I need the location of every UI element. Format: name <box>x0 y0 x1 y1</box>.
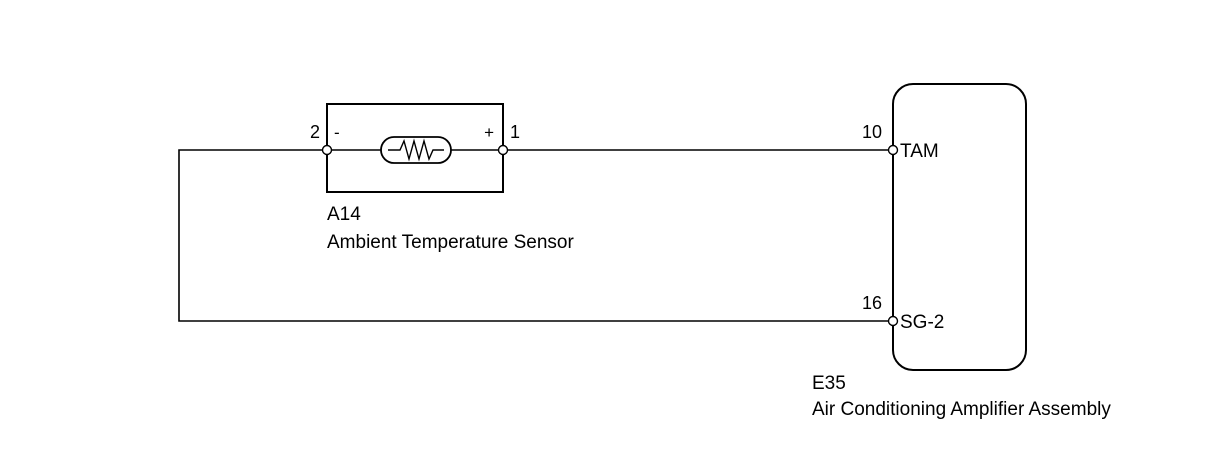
sensor-code: A14 <box>327 204 361 225</box>
sensor-name: Ambient Temperature Sensor <box>327 232 574 253</box>
amplifier-body <box>892 83 1027 371</box>
amplifier-code: E35 <box>812 373 846 394</box>
sensor-sign-left: - <box>334 123 340 142</box>
wire-sensor-to-sg2 <box>178 149 893 322</box>
sensor-pin-right: 1 <box>510 122 520 142</box>
amplifier-name: Air Conditioning Amplifier Assembly <box>812 399 1111 420</box>
amplifier-terminal-label-sg2: SG-2 <box>900 312 944 333</box>
amplifier-terminal-label-tam: TAM <box>900 141 939 162</box>
thermistor-icon <box>380 136 452 164</box>
sensor-pin-left: 2 <box>310 122 320 142</box>
amplifier-terminal-sg2 <box>887 315 899 327</box>
amplifier-pin-sg2: 16 <box>862 293 882 313</box>
amplifier-pin-tam: 10 <box>862 122 882 142</box>
sensor-terminal-1 <box>497 144 509 156</box>
amplifier-terminal-tam <box>887 144 899 156</box>
sensor-sign-right: + <box>484 123 494 142</box>
sensor-terminal-2 <box>321 144 333 156</box>
